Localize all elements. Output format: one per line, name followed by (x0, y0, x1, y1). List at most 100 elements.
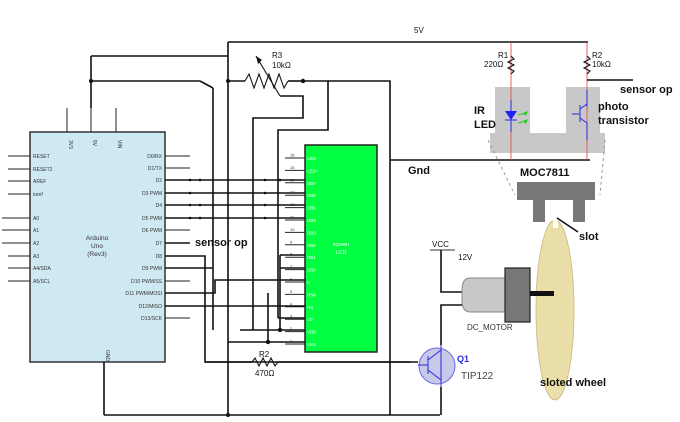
motor-shaft (530, 291, 554, 296)
pin-gnd: GND (104, 350, 110, 362)
lcd-pin-number: 2 (290, 326, 293, 331)
motor-label: DC_MOTOR (467, 323, 513, 332)
lcd-body (304, 144, 378, 353)
arduino-left-pin: A4/SDA (33, 266, 51, 272)
pt-label-1: photo (598, 101, 629, 113)
base-resistor-ref: R2 (259, 350, 270, 359)
arduino-right-pin: D5 PWM (142, 216, 162, 222)
lcd-pin-number: 16 (290, 153, 295, 158)
lcd-pin-number: 9 (290, 239, 293, 244)
lcd-pin-name: DB2 (307, 243, 316, 248)
arduino-right-pin: D7 (156, 241, 163, 247)
lcd-pin-name: R/W (307, 292, 317, 297)
wheel-label: sloted wheel (540, 377, 606, 389)
lcd-pin-number: 5 (290, 289, 293, 294)
base-resistor-r2: R2 470Ω (205, 350, 418, 378)
arduino-left-pin: A2 (33, 241, 39, 247)
opto-sensor-detail: R1 220Ω R2 10kΩ sensor op IR LED photo t… (474, 42, 673, 222)
lcd-pin-name: DB6 (307, 193, 316, 198)
lcd-pin-name: V0 (307, 317, 313, 322)
label-5v: 5V (414, 26, 424, 35)
pin-5v: 5V (91, 140, 97, 147)
moc7811-small (517, 182, 595, 222)
base-resistor-value: 470Ω (255, 369, 274, 378)
lcd-pin-number: 4 (290, 301, 293, 306)
lcd-pin-number: 11 (290, 215, 295, 220)
motor-endcap (504, 267, 531, 323)
pot-ref: R3 (272, 51, 283, 60)
arduino-right-pin: D8 (156, 254, 163, 260)
slot-label: slot (579, 231, 599, 243)
arduino-sensor-op-label: sensor op (195, 237, 248, 249)
moc7811-body (490, 87, 605, 153)
potentiometer-r3: R3 10kΩ (226, 51, 391, 330)
lcd-pin-name: DB5 (307, 206, 316, 211)
transistor-q1: Q1 TIP122 (418, 345, 494, 415)
lcd-pin-number: 15 (290, 165, 295, 170)
lcd-screen: 16LED-15LED+14DB713DB612DB511DB410DB39DB… (285, 144, 378, 353)
ir-label-1: IR (474, 105, 485, 117)
lcd-pin-name: VSS (307, 342, 316, 347)
lcd-pin-name: DB1 (307, 255, 316, 260)
arduino-right-pin: D0/RX (147, 154, 162, 160)
ground-rail: Gnd (104, 158, 590, 417)
lcd-pin-number: 10 (290, 227, 295, 232)
arduino-right-pin: D4 (156, 203, 163, 209)
arduino-right-pin: D9 PWM (142, 266, 162, 272)
pin-vin: VIN (116, 140, 122, 149)
arduino-left-pin: AREF (33, 179, 46, 185)
r2-ref: R2 (592, 51, 603, 60)
lcd-label-1: screen (333, 242, 350, 248)
lcd-pin-number: 3 (290, 314, 293, 319)
arduino-body (29, 131, 166, 363)
arduino-right-pin: D10 PWM/SS (131, 279, 163, 285)
motor-body (461, 277, 506, 313)
slotted-wheel: slot sloted wheel (535, 208, 606, 401)
lcd-pin-number: 1 (290, 339, 293, 344)
arduino-left-pin: A1 (33, 228, 39, 234)
arduino-left-pin: RESET2 (33, 167, 53, 173)
lcd-pin-name: DB7 (307, 181, 316, 186)
transistor-part: TIP122 (461, 371, 494, 382)
pot-wiper-arrow-icon (256, 56, 262, 64)
arduino-right-pin: D13/SCK (141, 316, 163, 322)
lcd-label-2: LCD (335, 250, 346, 256)
lcd-pin-number: 6 (290, 277, 293, 282)
arduino-name-1: Arduino (86, 235, 109, 242)
lcd-pin-name: DB3 (307, 230, 316, 235)
transistor-ref: Q1 (457, 354, 469, 364)
arduino-uno: 3V3 5V VIN GND RESETRESET2AREFiorefA0A1A… (2, 108, 190, 415)
arduino-right-pin: D1/TX (148, 166, 163, 172)
arduino-right-pin: D11 PWM/MOSI (125, 291, 162, 297)
pot-value: 10kΩ (272, 61, 291, 70)
opto-sensor-op-label: sensor op (620, 84, 673, 96)
lcd-pin-name: LED- (307, 156, 318, 161)
dc-motor: VCC 12V DC_MOTOR (430, 240, 554, 345)
pin-3v3: 3V3 (67, 140, 73, 149)
moc7811-label: MOC7811 (520, 167, 570, 179)
label-gnd: Gnd (408, 165, 430, 177)
v12-label: 12V (458, 253, 473, 262)
lcd-pin-name: DB4 (307, 218, 316, 223)
r1-ref: R1 (498, 51, 509, 60)
arduino-left-pin: A5/SCL (33, 279, 50, 285)
arduino-right-pin: D2 (156, 178, 163, 184)
arduino-name-2: Uno (91, 243, 103, 250)
vcc-label: VCC (432, 240, 449, 249)
arduino-right-pin: D6 PWM (142, 228, 162, 234)
wheel-disc (535, 219, 575, 401)
arduino-left-pin: A0 (33, 216, 39, 222)
lcd-pin-name: E (307, 280, 310, 285)
r2-value: 10kΩ (592, 60, 611, 69)
arduino-name-3: (Rev3) (87, 251, 107, 258)
lcd-pin-name: RS (307, 305, 313, 310)
lcd-pin-number: 7 (290, 264, 293, 269)
power-rail-5v: 5V (89, 26, 588, 415)
lcd-pin-name: DB0 (307, 268, 316, 273)
ir-label-2: LED (474, 119, 496, 131)
arduino-left-pin: RESET (33, 154, 50, 160)
arduino-right-pin: D12/MISO (139, 304, 162, 310)
arduino-right-pin: D3 PWM (142, 191, 162, 197)
lcd-pin-name: LED+ (307, 168, 319, 173)
